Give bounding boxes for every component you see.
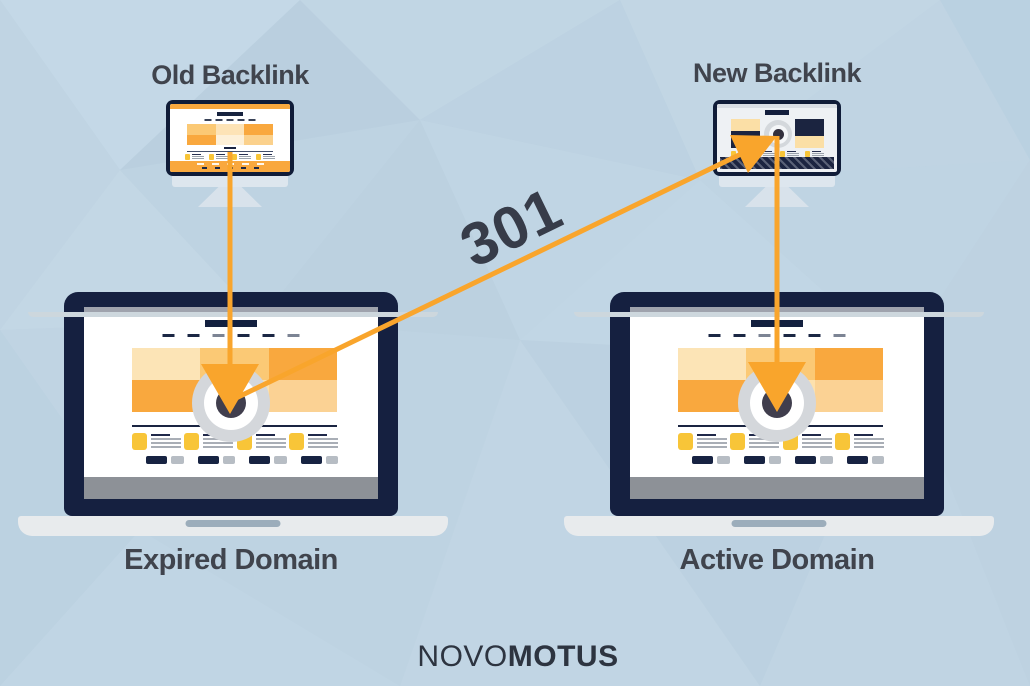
laptop-notch bbox=[185, 520, 281, 527]
laptop-base bbox=[18, 516, 448, 536]
webpage-features bbox=[132, 433, 338, 450]
webpage-logo bbox=[765, 110, 789, 115]
laptop-base-edge bbox=[574, 312, 984, 317]
new-backlink-webpage bbox=[717, 104, 837, 172]
feature-icon bbox=[184, 433, 200, 450]
webpage-logo bbox=[751, 320, 803, 327]
webpage-footer-hatched bbox=[720, 157, 834, 169]
new-backlink-label: New Backlink bbox=[692, 58, 862, 88]
old-backlink-label: Old Backlink bbox=[151, 60, 309, 90]
feature-icon bbox=[288, 433, 304, 450]
webpage-divider bbox=[187, 151, 273, 152]
monitor-chin bbox=[719, 176, 835, 187]
link-target-circle bbox=[192, 364, 270, 442]
expired-domain-label: Expired Domain bbox=[124, 544, 338, 576]
active-domain-label: Active Domain bbox=[679, 544, 875, 576]
active-domain-laptop bbox=[564, 292, 994, 537]
webpage-buttons bbox=[132, 456, 338, 464]
browser-bottom-bar bbox=[84, 477, 378, 499]
webpage-hero bbox=[187, 124, 274, 145]
feature-icon bbox=[678, 433, 693, 450]
webpage-nav bbox=[162, 334, 300, 337]
laptop-notch bbox=[731, 520, 827, 527]
old-backlink-webpage bbox=[170, 104, 290, 172]
feature-icon bbox=[834, 433, 850, 450]
laptop-base-edge bbox=[28, 312, 438, 317]
laptop-base bbox=[564, 516, 994, 536]
brand-suffix: MOTUS bbox=[507, 640, 619, 673]
laptop-frame bbox=[64, 292, 398, 516]
feature-icon bbox=[255, 154, 261, 160]
brand-prefix: NOVO bbox=[417, 640, 508, 673]
webpage-nav bbox=[204, 119, 256, 121]
webpage-header-bar bbox=[170, 104, 290, 109]
feature-icon bbox=[780, 151, 786, 157]
webpage-footer bbox=[170, 161, 290, 172]
novomotus-logo: NOVOMOTUS bbox=[368, 640, 668, 674]
feature-icon bbox=[804, 151, 810, 157]
webpage-buttons bbox=[678, 456, 884, 464]
laptop-frame bbox=[610, 292, 944, 516]
play-button-circle bbox=[764, 120, 792, 148]
feature-icon bbox=[232, 154, 238, 160]
monitor-frame bbox=[166, 100, 294, 176]
link-target-core bbox=[762, 388, 792, 418]
link-target-circle bbox=[738, 364, 816, 442]
active-domain-webpage bbox=[630, 307, 924, 499]
browser-bottom-bar bbox=[630, 477, 924, 499]
link-target-core bbox=[216, 388, 246, 418]
feature-icon bbox=[185, 154, 190, 160]
expired-domain-laptop bbox=[18, 292, 448, 537]
feature-icon bbox=[208, 154, 214, 160]
feature-icon bbox=[730, 433, 746, 450]
expired-domain-webpage bbox=[84, 307, 378, 499]
monitor-frame bbox=[713, 100, 841, 176]
monitor-chin bbox=[172, 176, 288, 187]
webpage-header-bar bbox=[717, 104, 837, 108]
feature-icon bbox=[132, 433, 147, 450]
webpage-section-dash bbox=[224, 147, 236, 149]
webpage-nav bbox=[708, 334, 846, 337]
webpage-logo bbox=[217, 112, 243, 116]
webpage-features bbox=[185, 154, 275, 160]
webpage-features bbox=[678, 433, 884, 450]
webpage-logo bbox=[205, 320, 257, 327]
